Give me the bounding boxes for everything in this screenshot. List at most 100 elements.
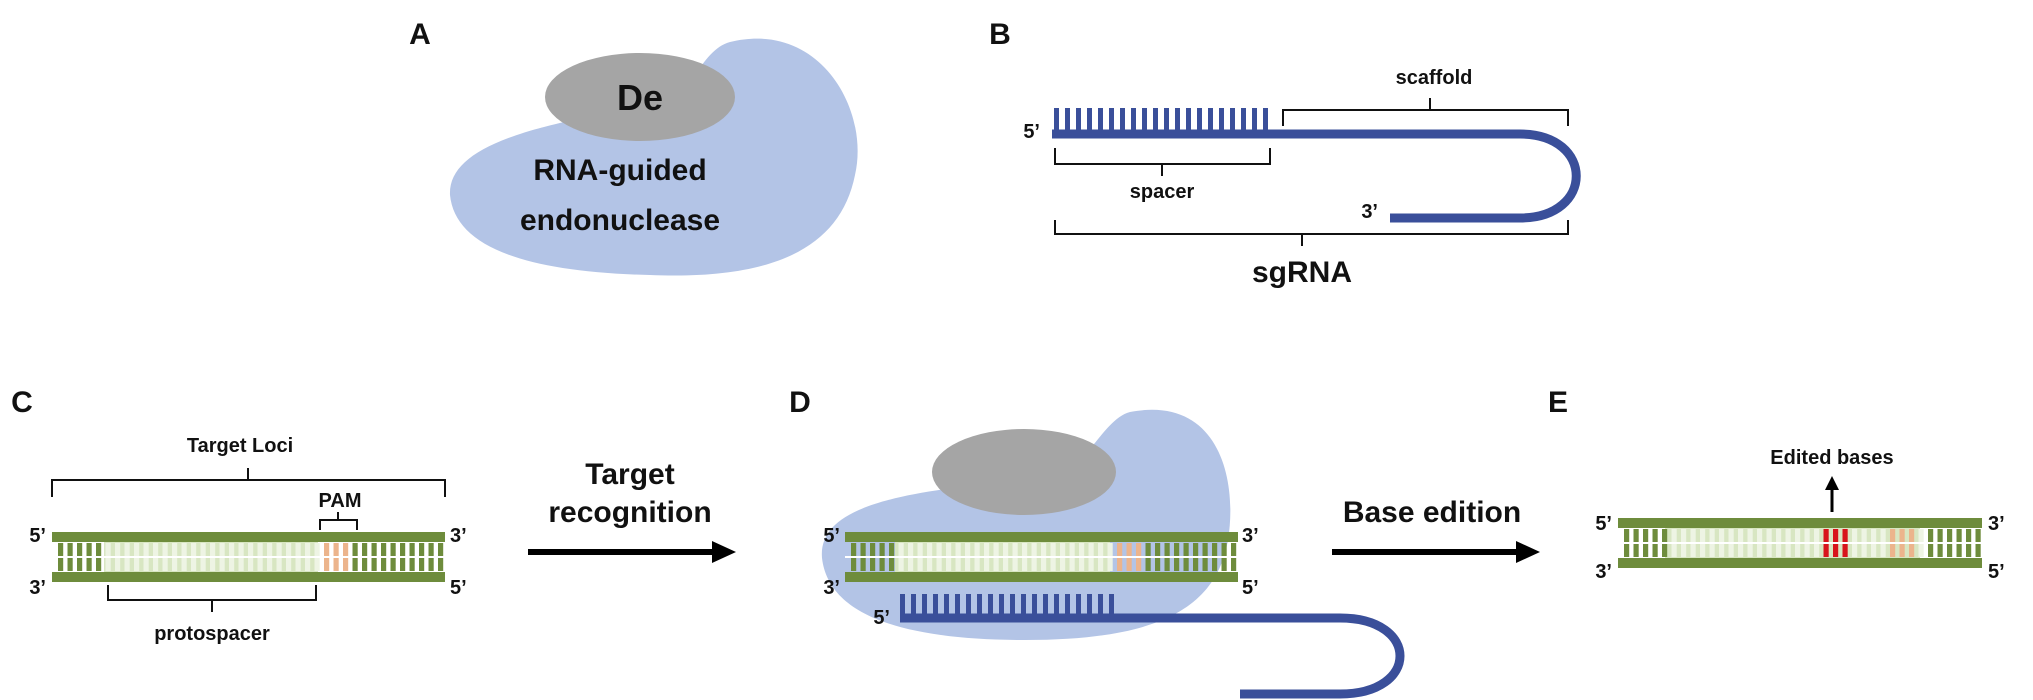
base-pair bbox=[362, 558, 368, 571]
base-pair bbox=[965, 543, 971, 556]
dna-top-strand bbox=[1618, 518, 1982, 528]
base-pair bbox=[1814, 544, 1820, 557]
base-pair bbox=[946, 558, 952, 571]
base-pair bbox=[1022, 558, 1028, 571]
pam-base bbox=[1890, 529, 1896, 542]
target-loci-brace bbox=[51, 468, 446, 497]
base-pair bbox=[1776, 529, 1782, 542]
base-pair bbox=[1174, 543, 1180, 556]
base-pair bbox=[1681, 544, 1687, 557]
rna-base bbox=[1109, 108, 1114, 130]
base-pair bbox=[1652, 544, 1658, 557]
base-pair bbox=[1681, 529, 1687, 542]
base-pair bbox=[1212, 543, 1218, 556]
base-pair bbox=[409, 543, 415, 556]
base-pair bbox=[1880, 544, 1886, 557]
rna-base bbox=[1153, 108, 1158, 130]
dna-d-bottom-right: 5’ bbox=[1242, 577, 1259, 599]
dna-e-bottom-right: 5’ bbox=[1988, 561, 2005, 583]
rna-base bbox=[1197, 108, 1202, 130]
base-pair bbox=[1738, 529, 1744, 542]
protein-domain-de bbox=[545, 53, 735, 141]
spacer-bases bbox=[1054, 108, 1268, 130]
pam-label: PAM bbox=[319, 490, 362, 512]
base-pair bbox=[267, 543, 273, 556]
base-pair bbox=[879, 543, 885, 556]
base-pair bbox=[1728, 529, 1734, 542]
base-pair bbox=[1671, 544, 1677, 557]
base-pair bbox=[295, 558, 301, 571]
base-pair bbox=[238, 543, 244, 556]
base-pair bbox=[1107, 543, 1113, 556]
base-pair bbox=[419, 558, 425, 571]
base-pair bbox=[219, 543, 225, 556]
base-pair bbox=[67, 543, 73, 556]
edited-base bbox=[1842, 529, 1848, 542]
pam-base bbox=[324, 543, 330, 556]
base-pair bbox=[1690, 529, 1696, 542]
base-pair bbox=[86, 558, 92, 571]
base-pair bbox=[1671, 529, 1677, 542]
base-pair bbox=[96, 558, 102, 571]
base-pair bbox=[927, 543, 933, 556]
base-pair bbox=[1652, 529, 1658, 542]
arrow2-label: Base edition bbox=[1343, 496, 1521, 529]
base-pair bbox=[124, 543, 130, 556]
dna-d-top-left: 5’ bbox=[823, 525, 840, 547]
base-pair bbox=[248, 543, 254, 556]
protein-label: De bbox=[617, 77, 663, 118]
base-pair bbox=[1709, 529, 1715, 542]
base-pair bbox=[1709, 544, 1715, 557]
base-pair bbox=[1795, 544, 1801, 557]
base-pair bbox=[1022, 543, 1028, 556]
base-pair bbox=[974, 558, 980, 571]
edited-base bbox=[1833, 529, 1839, 542]
pam-base bbox=[324, 558, 330, 571]
dna-c-top-right: 3’ bbox=[450, 525, 467, 547]
base-pair bbox=[105, 558, 111, 571]
base-pair bbox=[381, 558, 387, 571]
panel-label-a: A bbox=[409, 18, 431, 51]
base-pair bbox=[1202, 558, 1208, 571]
base-pair bbox=[172, 558, 178, 571]
panel-label-b: B bbox=[989, 18, 1011, 51]
base-pair bbox=[305, 558, 311, 571]
base-pair bbox=[181, 558, 187, 571]
dna-duplex-c bbox=[52, 532, 445, 582]
base-pair bbox=[438, 558, 444, 571]
base-pair bbox=[210, 558, 216, 571]
dna-duplex-e bbox=[1618, 518, 1982, 568]
base-pair bbox=[1947, 529, 1953, 542]
panel-d: D 5’ 3’ 3’ 5’ 5’ bbox=[789, 386, 1405, 699]
base-pair bbox=[1643, 544, 1649, 557]
edited-base bbox=[1833, 544, 1839, 557]
rna-base bbox=[988, 594, 993, 614]
base-pair bbox=[1861, 544, 1867, 557]
base-pair bbox=[1633, 544, 1639, 557]
base-pair bbox=[400, 543, 406, 556]
base-pair bbox=[1766, 544, 1772, 557]
arrow-base-edition: Base edition bbox=[1332, 496, 1540, 563]
base-pair bbox=[1861, 529, 1867, 542]
base-pair bbox=[1662, 544, 1668, 557]
base-pair bbox=[115, 543, 121, 556]
dna-top-strand bbox=[52, 532, 445, 542]
base-pair bbox=[58, 543, 64, 556]
base-pair bbox=[276, 558, 282, 571]
base-pair bbox=[371, 558, 377, 571]
edited-base bbox=[1823, 529, 1829, 542]
sgrna-brace bbox=[1054, 220, 1569, 246]
panel-b: B 5’ 3’ scaffold spacer sgRNA bbox=[989, 18, 1581, 289]
base-pair bbox=[200, 543, 206, 556]
base-pair bbox=[1107, 558, 1113, 571]
base-pair bbox=[352, 543, 358, 556]
rna-base bbox=[1065, 108, 1070, 130]
dna-bottom-strand bbox=[52, 572, 445, 582]
base-pair bbox=[898, 558, 904, 571]
base-pair bbox=[1956, 544, 1962, 557]
base-pair bbox=[1757, 529, 1763, 542]
dna-e-bottom-left: 3’ bbox=[1595, 561, 1612, 583]
pam-base bbox=[1117, 543, 1123, 556]
base-pair bbox=[1804, 544, 1810, 557]
